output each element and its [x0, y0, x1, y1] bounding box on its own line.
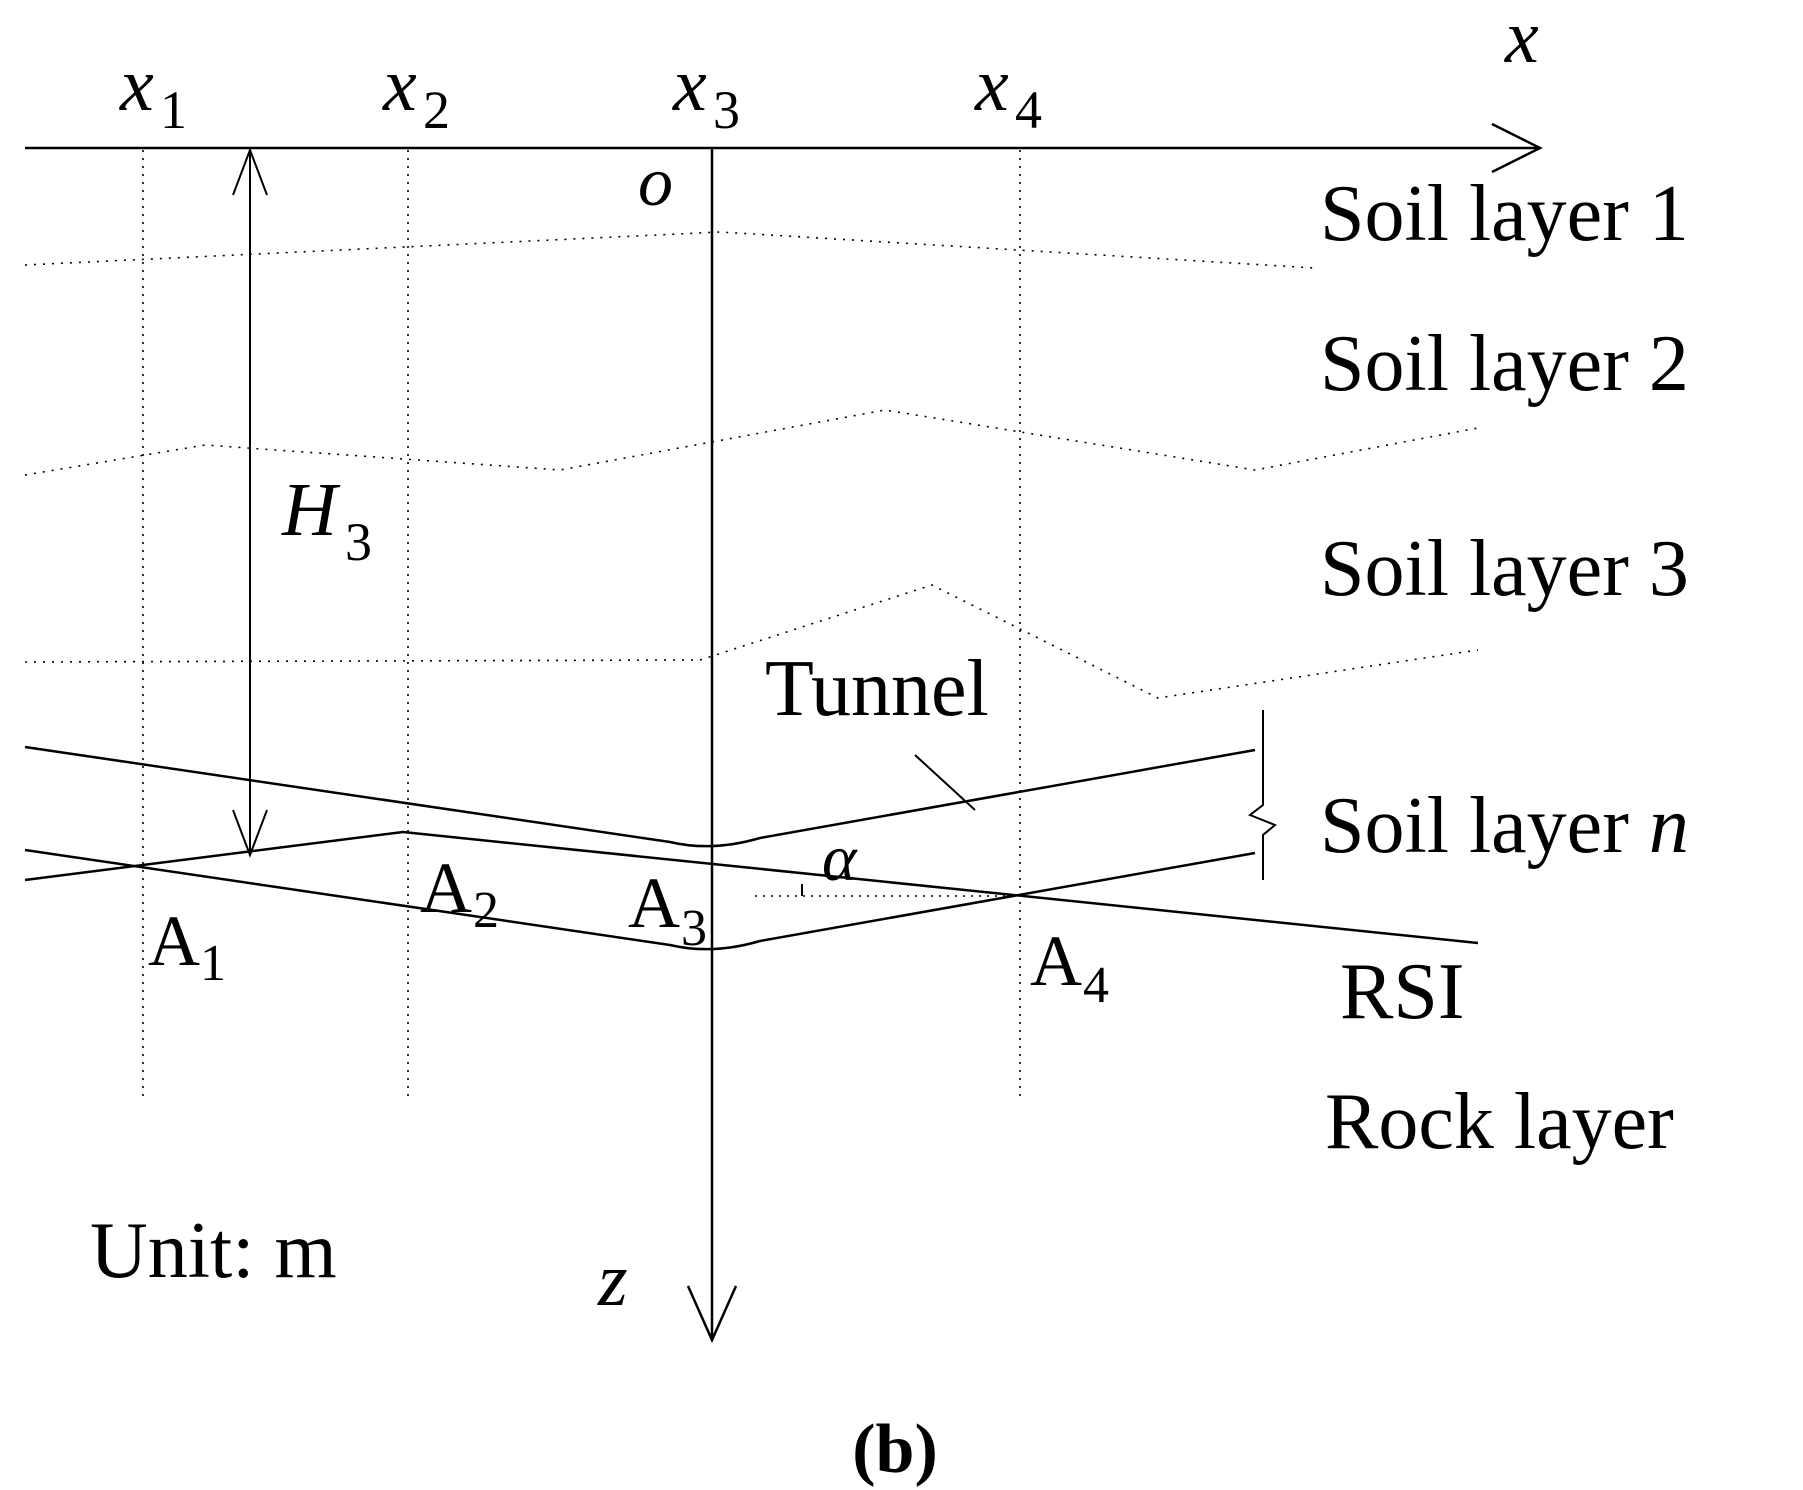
svg-text:3: 3 — [345, 512, 372, 572]
tunnel-end-break — [1247, 710, 1277, 880]
x-axis-label: x — [1504, 0, 1539, 79]
rsi-interface-line — [24, 830, 1479, 945]
tick-label-x1: x 1 — [119, 43, 187, 140]
tick-label-x2: x 2 — [382, 43, 450, 140]
z-axis-label: z — [597, 1238, 628, 1322]
tunnel-lower-boundary — [24, 848, 1256, 951]
tunnel-upper-boundary — [24, 745, 1256, 848]
tunnel-label: Tunnel — [765, 645, 989, 733]
soil-layer-n-label: Soil layer n — [1320, 782, 1689, 870]
tick-label-x3: x 3 — [672, 43, 740, 140]
svg-text:1: 1 — [160, 80, 187, 140]
soil-layer-2-label: Soil layer 2 — [1320, 320, 1689, 408]
svg-text:A: A — [1030, 921, 1082, 1001]
origin-label: o — [638, 144, 673, 221]
svg-text:1: 1 — [200, 935, 226, 992]
svg-text:3: 3 — [681, 900, 707, 957]
svg-text:2: 2 — [423, 80, 450, 140]
panel-label: (b) — [852, 1411, 938, 1488]
svg-text:A: A — [628, 863, 680, 943]
soil-boundary-3-n — [24, 584, 1479, 699]
svg-text:x: x — [119, 43, 154, 127]
depth-arrowhead-bottom — [232, 809, 268, 858]
svg-text:x: x — [974, 43, 1009, 127]
soil-layer-3-label: Soil layer 3 — [1320, 525, 1689, 613]
x-axis-arrowhead — [1491, 122, 1543, 174]
depth-label-h3: H 3 — [281, 468, 372, 572]
point-label-a3: A 3 — [628, 863, 707, 957]
svg-text:4: 4 — [1083, 957, 1109, 1014]
tick-label-x4: x 4 — [974, 43, 1042, 140]
point-label-a4: A 4 — [1030, 921, 1109, 1014]
svg-text:4: 4 — [1015, 80, 1042, 140]
point-label-a2: A 2 — [420, 848, 499, 939]
angle-alpha-label: α — [822, 822, 858, 895]
soil-layer-1-label: Soil layer 1 — [1320, 170, 1689, 258]
svg-text:A: A — [148, 901, 200, 981]
soil-boundary-2-3 — [24, 409, 1479, 476]
svg-text:H: H — [281, 468, 341, 552]
rsi-label: RSI — [1340, 948, 1465, 1036]
svg-text:2: 2 — [473, 882, 499, 939]
svg-text:x: x — [382, 43, 417, 127]
svg-text:3: 3 — [713, 80, 740, 140]
rock-layer-label: Rock layer — [1325, 1078, 1674, 1166]
unit-label: Unit: m — [90, 1207, 337, 1295]
depth-arrowhead-top — [232, 147, 268, 196]
point-label-a1: A 1 — [148, 901, 226, 992]
svg-text:x: x — [672, 43, 707, 127]
tunnel-leader-line — [914, 754, 976, 811]
soil-boundary-1-2 — [24, 231, 1316, 269]
svg-text:A: A — [420, 848, 472, 928]
z-axis-arrowhead — [686, 1285, 738, 1344]
